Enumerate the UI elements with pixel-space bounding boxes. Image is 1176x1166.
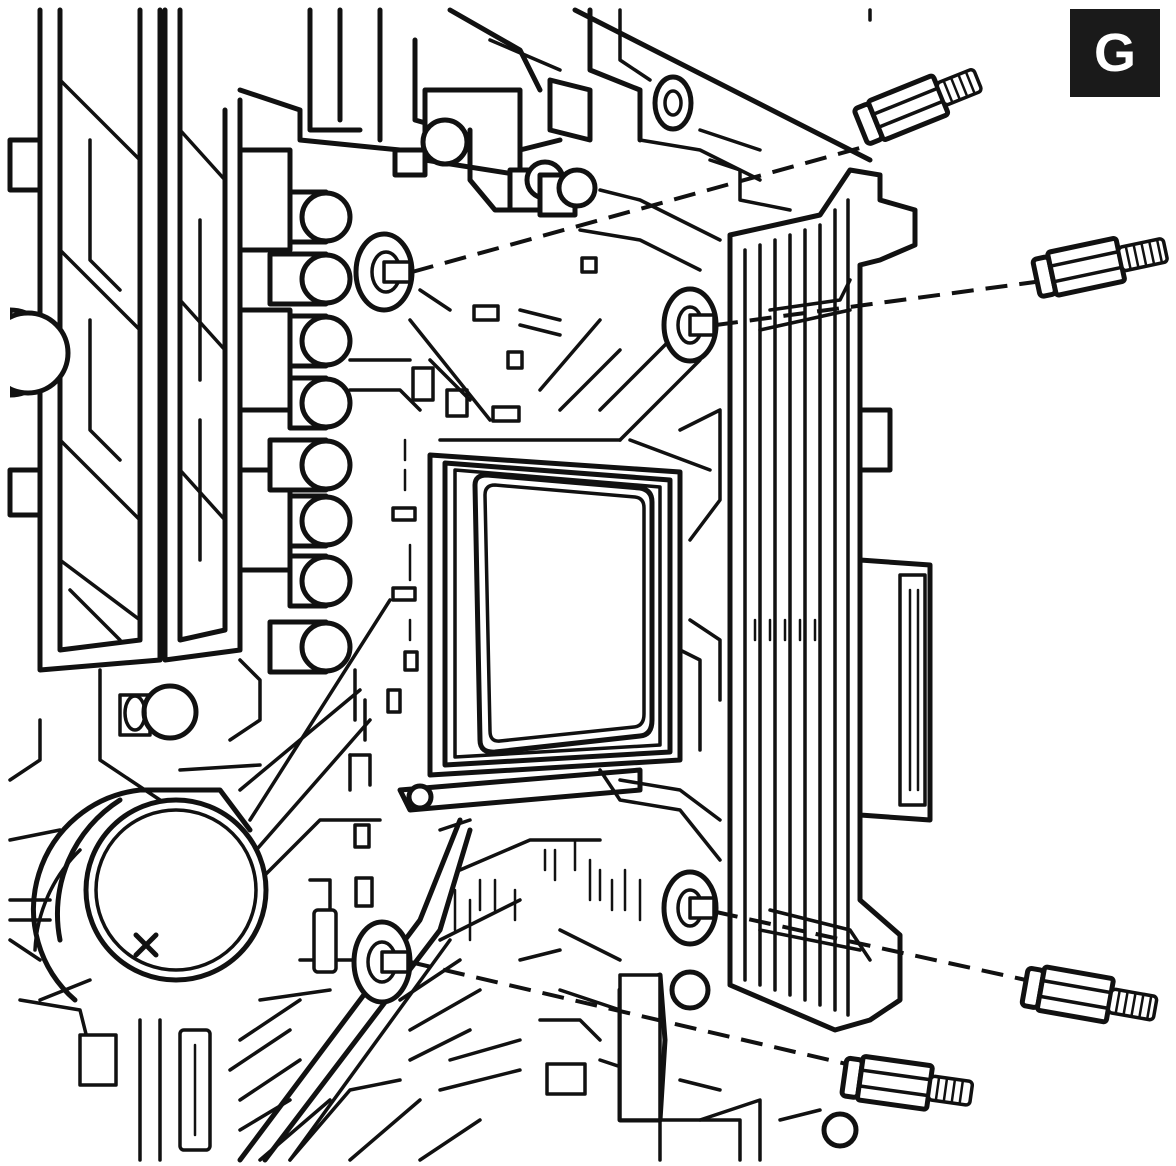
standoff-bottom-left xyxy=(839,1054,975,1112)
step-letter: G xyxy=(1093,23,1136,83)
step-badge: G xyxy=(1070,9,1160,97)
mounting-holes xyxy=(351,231,719,1005)
mounting-hole-bottom-left xyxy=(351,919,413,1005)
ram-slots xyxy=(0,7,243,673)
lower-board xyxy=(8,598,859,1163)
standoff-top-right xyxy=(1030,236,1169,299)
rear-io-panel xyxy=(727,8,933,1033)
cmos-battery xyxy=(31,787,269,1003)
mounting-hole-top-left xyxy=(353,231,415,313)
standoff-top-left xyxy=(852,68,983,146)
top-io-area xyxy=(237,7,873,272)
alignment-lines xyxy=(409,146,1036,1068)
mounting-hole-bottom-right xyxy=(661,869,719,947)
cpu-socket xyxy=(397,452,722,862)
standoff-bottom-right xyxy=(1019,964,1159,1025)
board-traces xyxy=(348,256,722,792)
mounting-hole-top-right xyxy=(661,286,719,364)
capacitor-column xyxy=(237,147,353,675)
